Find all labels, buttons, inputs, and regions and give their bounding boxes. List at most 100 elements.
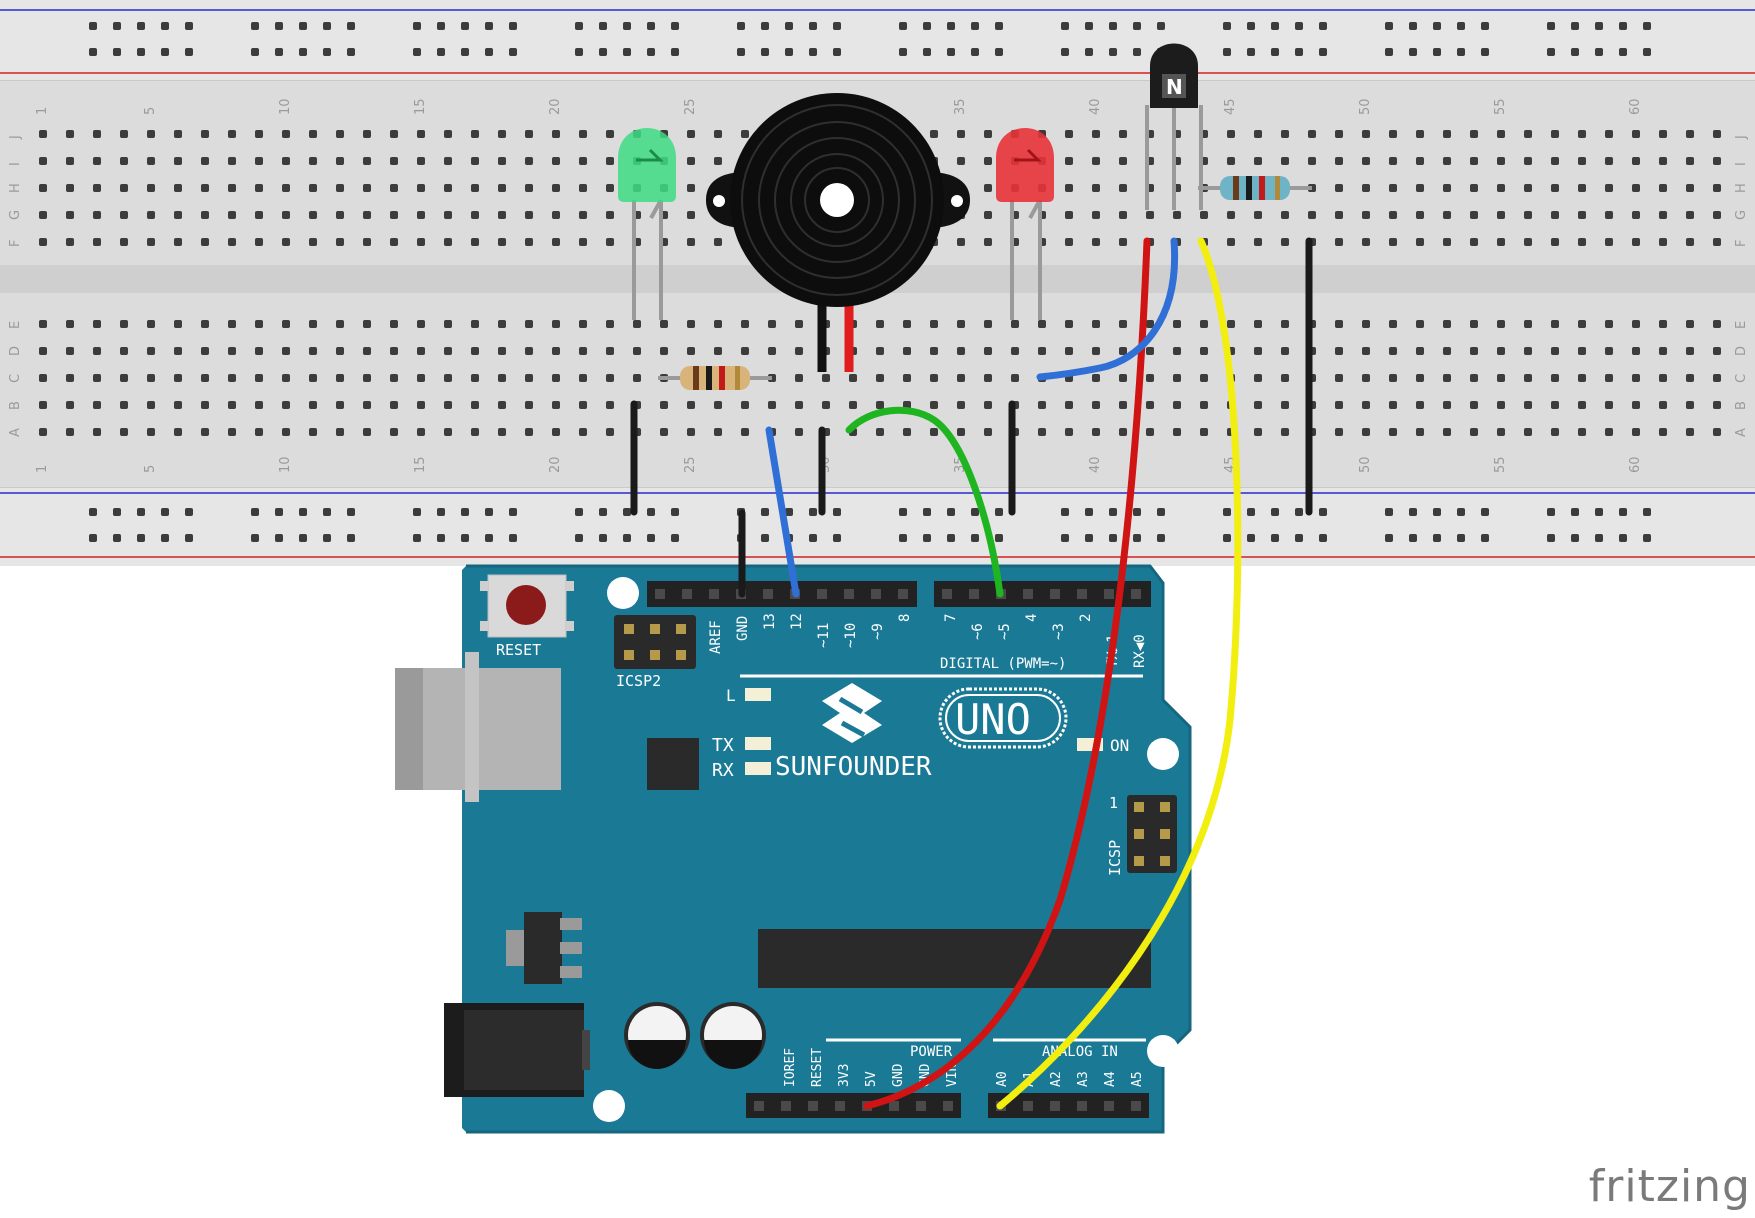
breadboard-hole (1227, 238, 1235, 246)
breadboard-hole (1686, 320, 1694, 328)
breadboard-hole (147, 157, 155, 165)
breadboard-hole (113, 48, 121, 56)
breadboard-hole (671, 48, 679, 56)
breadboard-hole (1038, 347, 1046, 355)
pin-label: IOREF (783, 1048, 798, 1087)
breadboard-hole (363, 401, 371, 409)
breadboard-hole (1470, 211, 1478, 219)
breadboard-hole (93, 130, 101, 138)
breadboard-hole (1389, 130, 1397, 138)
breadboard-hole (1146, 428, 1154, 436)
breadboard-hole (1092, 374, 1100, 382)
header-pin (916, 1101, 926, 1111)
breadboard-hole (1605, 130, 1613, 138)
breadboard-hole (174, 320, 182, 328)
column-number: 5 (143, 107, 158, 115)
breadboard-hole (485, 508, 493, 516)
breadboard-hole (1362, 211, 1370, 219)
breadboard-hole (120, 157, 128, 165)
breadboard-hole (1551, 428, 1559, 436)
column-number: 1 (35, 107, 50, 115)
row-letter: D (1734, 346, 1749, 356)
breadboard-hole (1065, 238, 1073, 246)
header-pin (969, 589, 979, 599)
breadboard-hole (1481, 22, 1489, 30)
breadboard-hole (1281, 320, 1289, 328)
breadboard-hole (1385, 534, 1393, 542)
breadboard-hole (1385, 508, 1393, 516)
breadboard-hole (1481, 534, 1489, 542)
breadboard-hole (309, 157, 317, 165)
reset-button[interactable] (480, 574, 574, 638)
breadboard-hole (552, 238, 560, 246)
header-pin (1104, 1101, 1114, 1111)
breadboard-hole (714, 401, 722, 409)
breadboard-hole (984, 238, 992, 246)
breadboard-hole (1092, 211, 1100, 219)
breadboard-hole (903, 320, 911, 328)
breadboard-hole (606, 157, 614, 165)
breadboard-hole (1254, 157, 1262, 165)
breadboard-hole (1335, 157, 1343, 165)
breadboard-hole (552, 320, 560, 328)
breadboard-hole (1470, 184, 1478, 192)
breadboard-hole (1497, 211, 1505, 219)
breadboard-hole (471, 238, 479, 246)
breadboard-hole (120, 238, 128, 246)
breadboard-hole (606, 130, 614, 138)
breadboard-hole (984, 374, 992, 382)
breadboard-hole (930, 428, 938, 436)
breadboard-hole (1605, 157, 1613, 165)
breadboard-hole (795, 320, 803, 328)
breadboard-hole (660, 320, 668, 328)
breadboard-hole (737, 22, 745, 30)
breadboard-hole (323, 22, 331, 30)
breadboard-hole (1686, 428, 1694, 436)
breadboard-hole (1119, 401, 1127, 409)
breadboard-hole (1146, 401, 1154, 409)
breadboard-hole (903, 374, 911, 382)
breadboard-hole (228, 238, 236, 246)
breadboard-hole (714, 347, 722, 355)
column-number: 45 (1223, 98, 1238, 115)
breadboard-hole (633, 374, 641, 382)
breadboard-hole (417, 184, 425, 192)
breadboard-hole (1119, 238, 1127, 246)
green-led (618, 128, 676, 320)
header-pin (817, 589, 827, 599)
breadboard-hole (876, 374, 884, 382)
breadboard-hole (336, 238, 344, 246)
breadboard-hole (363, 238, 371, 246)
breadboard-hole (509, 534, 517, 542)
breadboard-hole (599, 22, 607, 30)
led-rx-label: RX (712, 760, 734, 781)
breadboard-hole (899, 508, 907, 516)
breadboard-hole (1433, 508, 1441, 516)
breadboard-hole (1254, 374, 1262, 382)
breadboard-hole (930, 347, 938, 355)
breadboard-hole (671, 508, 679, 516)
breadboard-hole (995, 534, 1003, 542)
breadboard-hole (93, 211, 101, 219)
breadboard-hole (471, 211, 479, 219)
breadboard-hole (1470, 374, 1478, 382)
breadboard-hole (255, 211, 263, 219)
breadboard-hole (957, 320, 965, 328)
breadboard-hole (1281, 428, 1289, 436)
breadboard-hole (1254, 320, 1262, 328)
breadboard-hole (1409, 22, 1417, 30)
breadboard-hole (579, 374, 587, 382)
breadboard-hole (1173, 320, 1181, 328)
breadboard-hole (1713, 401, 1721, 409)
breadboard-hole (309, 428, 317, 436)
pin-label: 2 (1078, 614, 1094, 622)
breadboard-hole (761, 508, 769, 516)
breadboard-hole (1308, 130, 1316, 138)
breadboard-hole (714, 157, 722, 165)
breadboard-hole (923, 48, 931, 56)
breadboard-hole (795, 347, 803, 355)
breadboard-hole (147, 401, 155, 409)
breadboard-hole (228, 130, 236, 138)
breadboard-hole (1686, 130, 1694, 138)
breadboard-hole (390, 401, 398, 409)
